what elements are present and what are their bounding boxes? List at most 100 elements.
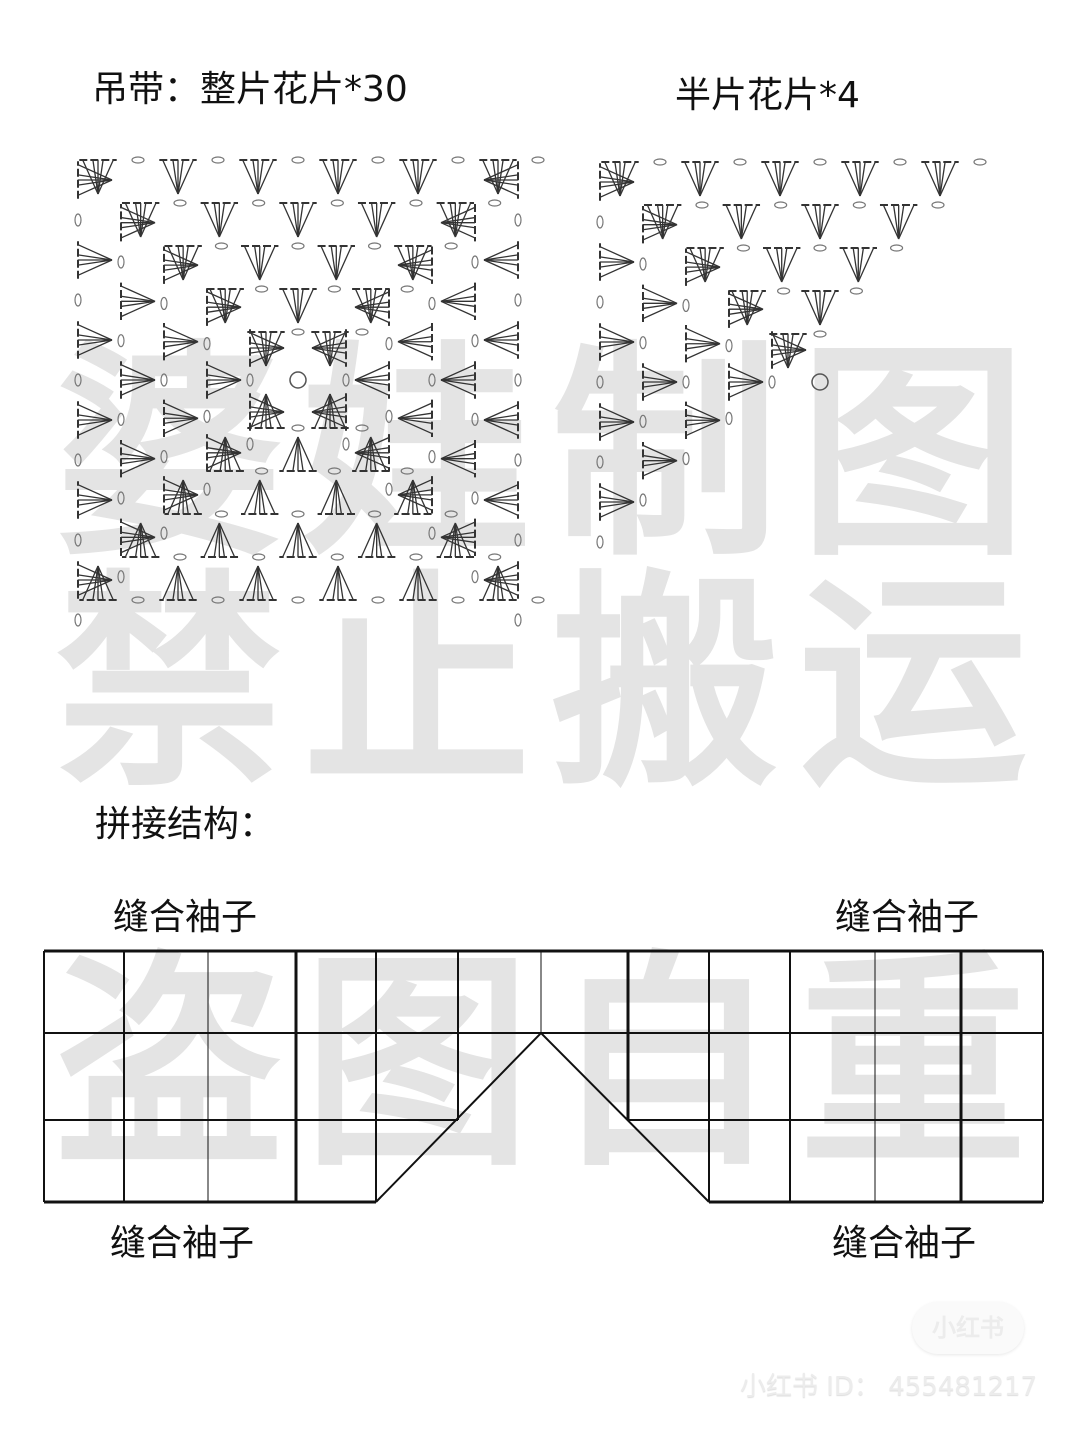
chain-stitch [385,409,393,423]
double-crochet-stitch [163,264,199,282]
fan-stitch-group [728,290,764,328]
chain-stitch [776,287,791,295]
chain-stitch [471,570,479,584]
double-crochet-stitch [297,202,314,238]
double-crochet-stitch [685,266,721,273]
double-crochet-stitch [206,306,242,324]
double-crochet-stitch [354,374,390,381]
fan-stitch-group [317,245,355,281]
double-crochet-stitch [440,374,476,381]
double-crochet-stitch [249,332,285,349]
double-crochet-stitch [320,479,337,515]
fan-stitch-group [722,204,761,240]
double-crochet-stitch [120,379,156,396]
double-crochet-stitch [292,522,299,558]
chain-stitch [596,295,604,309]
fan-stitch-group [241,479,279,515]
double-crochet-stitch [120,206,156,224]
fan-stitch-group [801,204,839,240]
double-crochet-stitch [397,402,433,419]
chain-stitch [371,596,385,604]
fan-stitch-group [642,284,678,323]
double-crochet-stitch [417,159,434,195]
double-crochet-stitch [224,288,231,324]
double-crochet-stitch [599,166,635,183]
double-crochet-stitch [642,444,678,462]
double-crochet-stitch [376,202,393,238]
double-crochet-stitch [642,297,678,304]
double-crochet-stitch [412,245,429,281]
double-crochet-stitch [162,565,179,601]
double-crochet-stitch [772,333,789,369]
double-crochet-stitch [599,336,635,343]
double-crochet-stitch [819,290,826,326]
double-crochet-stitch [311,411,347,418]
assembly-grid [43,949,1044,1204]
double-crochet-stitch [282,202,299,238]
double-crochet-stitch [859,161,876,197]
double-crochet-stitch [120,222,156,229]
fan-stitch-group [206,288,242,326]
double-crochet-stitch [337,159,354,195]
fan-stitch-group [120,361,156,399]
double-crochet-stitch [311,411,347,428]
chain-stitch [428,449,436,464]
double-crochet-stitch [483,579,519,596]
chain-stitch [117,491,125,505]
double-crochet-stitch [77,574,113,581]
fan-stitch-group [440,203,476,242]
double-crochet-stitch [120,452,156,460]
chain-stitch [682,298,690,313]
magic-ring [289,371,307,389]
double-crochet-stitch [728,293,764,310]
chain-stitch [291,596,305,604]
double-crochet-stitch [311,332,347,349]
double-crochet-stitch [329,393,346,429]
double-crochet-stitch [599,421,635,438]
chain-stitch [160,373,168,387]
fan-stitch-group [239,159,277,195]
double-crochet-stitch [163,417,199,425]
double-crochet-stitch [120,379,156,386]
fan-stitch-group [279,202,317,238]
double-crochet-stitch [97,565,104,601]
double-crochet-stitch [206,452,242,459]
chain-stitch [367,510,382,518]
double-crochet-stitch [250,331,267,367]
double-crochet-stitch [483,574,519,581]
double-crochet-stitch [642,366,678,383]
double-crochet-stitch [774,161,781,197]
double-crochet-stitch [684,161,701,197]
double-crochet-stitch [483,499,519,516]
double-crochet-stitch [440,285,476,302]
double-crochet-stitch [642,287,678,304]
double-crochet-stitch [297,522,304,558]
chain-stitch [531,156,545,164]
double-crochet-stitch [206,301,242,308]
double-crochet-stitch [483,484,519,501]
fan-stitch-group [483,561,519,599]
half-motif-chart [596,158,987,549]
double-crochet-stitch [311,396,347,413]
fan-stitch-group [79,159,117,195]
chain-stitch [131,596,145,604]
double-crochet-stitch [120,216,156,224]
chain-stitch [252,553,266,561]
fan-stitch-group [163,399,199,437]
double-crochet-stitch [120,285,156,302]
double-crochet-stitch [642,208,678,226]
fan-stitch-group [357,202,396,238]
double-crochet-stitch [324,393,331,429]
double-crochet-stitch [483,339,519,356]
chain-stitch [849,287,864,295]
double-crochet-stitch [77,579,113,596]
double-crochet-stitch [249,411,285,418]
double-crochet-stitch [599,341,635,358]
double-crochet-stitch [249,347,285,364]
fan-stitch-group [685,401,721,439]
fan-stitch-group [440,439,476,478]
chain-stitch [342,373,350,387]
double-crochet-stitch [163,264,199,271]
double-crochet-stitch [599,261,635,268]
